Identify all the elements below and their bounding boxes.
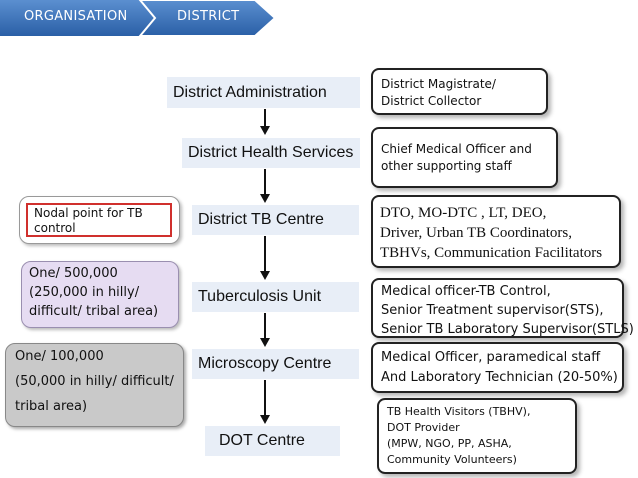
tu-population-note: One/ 500,000 (250,000 in hilly/ difficul… (21, 261, 179, 328)
staff-box-tuberculosis-unit: Medical officer-TB Control, Senior Treat… (371, 278, 634, 338)
staff-line: TBHVs, Communication Facilitators (380, 245, 603, 261)
note-line: Nodal point for TB (34, 206, 143, 220)
level-district-tb-centre: District TB Centre (192, 205, 359, 235)
note-line: One/ 100,000 (15, 349, 104, 364)
staff-line: And Laboratory Technician (20-50%) (381, 370, 618, 385)
note-line: (250,000 in hilly/ (29, 285, 140, 300)
level-label: District TB Centre (198, 211, 324, 228)
staff-line: DTO, MO-DTC , LT, DEO, (380, 205, 547, 221)
level-label: District Administration (173, 83, 327, 101)
level-dot-centre: DOT Centre (205, 426, 340, 456)
level-label: Microscopy Centre (198, 355, 332, 372)
staff-line: District Collector (381, 94, 482, 108)
staff-line: DOT Provider (387, 421, 460, 434)
level-district-administration: District Administration (167, 77, 360, 108)
staff-line: Community Volunteers) (387, 453, 517, 466)
level-tuberculosis-unit: Tuberculosis Unit (192, 282, 359, 312)
staff-line: other supporting staff (381, 159, 512, 173)
note-line: difficult/ tribal area) (29, 304, 159, 319)
note-line: tribal area) (15, 399, 88, 414)
level-microscopy-centre: Microscopy Centre (192, 349, 359, 379)
breadcrumb-label: DISTRICT (177, 9, 240, 24)
staff-line: (MPW, NGO, PP, ASHA, (387, 437, 512, 450)
nodal-inner-frame: Nodal point for TB control (26, 203, 172, 237)
staff-line: District Magistrate/ (381, 77, 496, 91)
staff-line: Senior TB Laboratory Supervisor(STLS) (381, 322, 634, 337)
level-label: DOT Centre (219, 432, 305, 449)
level-district-health-services: District Health Services (182, 138, 360, 168)
breadcrumb-label: ORGANISATION (24, 9, 128, 24)
note-line: control (34, 221, 76, 235)
staff-line: Senior Treatment supervisor(STS), (381, 303, 604, 318)
staff-line: Medical Officer, paramedical staff (381, 350, 601, 365)
staff-box-dot-centre: TB Health Visitors (TBHV), DOT Provider … (377, 398, 577, 474)
staff-box-administration: District Magistrate/ District Collector (371, 68, 548, 115)
level-label: District Health Services (188, 144, 354, 161)
staff-line: Medical officer-TB Control, (381, 284, 551, 299)
note-line: (50,000 in hilly/ difficult/ (15, 374, 174, 389)
staff-line: Chief Medical Officer and (381, 142, 532, 156)
staff-box-health-services: Chief Medical Officer and other supporti… (371, 127, 558, 188)
breadcrumb-item-organisation[interactable]: ORGANISATION (0, 0, 150, 37)
staff-line: TB Health Visitors (TBHV), (387, 405, 531, 418)
mc-population-note: One/ 100,000 (50,000 in hilly/ difficult… (5, 343, 184, 427)
nodal-point-note: Nodal point for TB control (19, 196, 180, 244)
staff-box-microscopy-centre: Medical Officer, paramedical staff And L… (371, 342, 624, 393)
staff-line: Driver, Urban TB Coordinators, (380, 225, 573, 241)
breadcrumb-item-district[interactable]: DISTRICT (155, 0, 265, 37)
staff-box-tb-centre: DTO, MO-DTC , LT, DEO, Driver, Urban TB … (371, 195, 621, 268)
breadcrumb-shape (0, 0, 277, 37)
level-label: Tuberculosis Unit (198, 288, 322, 305)
note-line: One/ 500,000 (29, 266, 118, 281)
